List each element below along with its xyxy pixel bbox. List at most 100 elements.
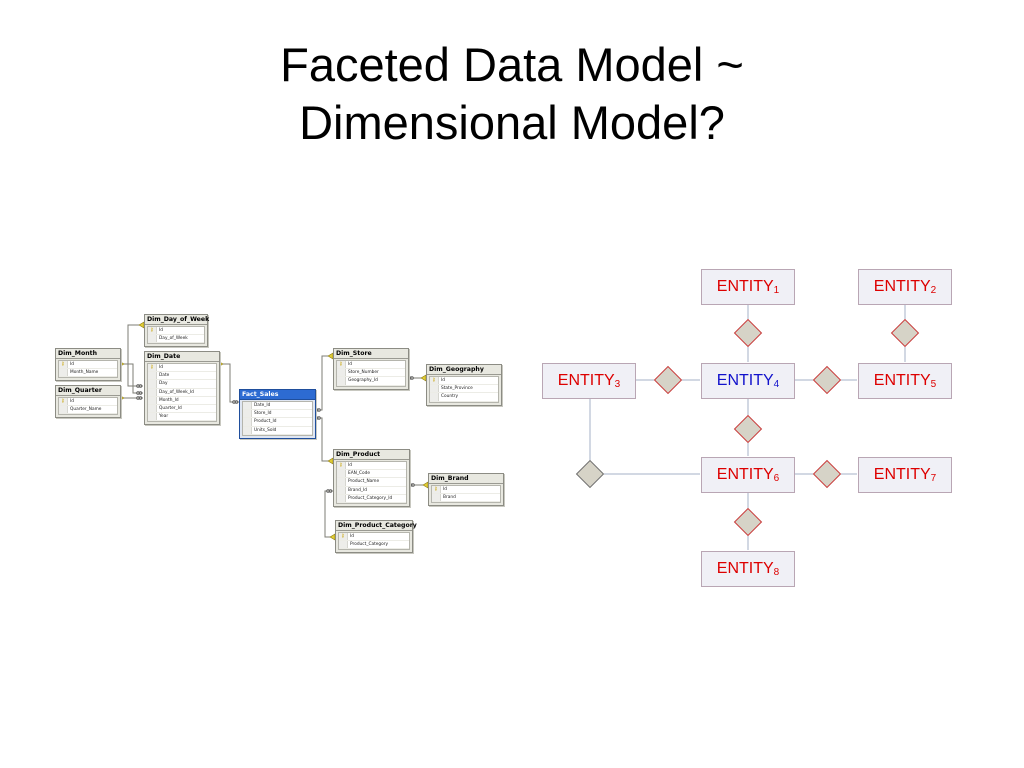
entity-label: ENTITY: [873, 466, 931, 483]
entity-subscript: 3: [614, 379, 621, 390]
entity-subscript: 6: [773, 473, 780, 484]
table-column-row: Product_Category: [339, 541, 409, 550]
many-end-marker: [317, 408, 321, 412]
slide-title-line-1: Faceted Data Model ~: [280, 38, 744, 91]
row-gutter: [148, 396, 157, 404]
table-column-row: Quarter_Name: [59, 406, 117, 415]
many-end-marker: [136, 396, 140, 400]
table-column-row: Id: [339, 533, 409, 542]
table-column-row: Store_Number: [337, 369, 405, 378]
column-name: Id: [441, 378, 445, 383]
entity-2[interactable]: ENTITY2: [858, 269, 952, 305]
table-column-row: Id: [430, 377, 498, 386]
column-name: Quarter_Name: [70, 407, 102, 413]
row-gutter: [243, 426, 252, 434]
many-end-marker: [317, 416, 321, 420]
slide-title-line-2: Dimensional Model?: [299, 96, 725, 149]
entity-subscript: 2: [930, 285, 937, 296]
many-end-marker: [136, 384, 140, 388]
row-gutter: [148, 335, 157, 343]
entity-label: ENTITY: [557, 372, 615, 389]
table-dim-date[interactable]: Dim_Date IdDateDayDay_of_Week_IdMonth_Id…: [144, 351, 220, 426]
column-name: Date: [159, 373, 170, 379]
many-end-marker: [410, 376, 414, 380]
column-name: Id: [348, 362, 352, 367]
column-name: Year: [159, 414, 169, 420]
link-month-date: [119, 363, 143, 394]
link-entity3-entity6: [589, 398, 700, 475]
row-gutter: [432, 494, 441, 502]
slide-title: Faceted Data Model ~ Dimensional Model?: [0, 36, 1024, 152]
column-name: Id: [159, 365, 163, 370]
entity-3[interactable]: ENTITY3: [542, 363, 636, 399]
column-name: Day: [159, 381, 168, 387]
table-column-row: Day: [148, 380, 216, 389]
entity-subscript: 1: [773, 285, 780, 296]
table-column-row: Month_Id: [148, 396, 216, 405]
table-title: Dim_Month: [56, 349, 120, 359]
primary-key-icon: [150, 328, 154, 333]
table-column-row: Product_Category_Id: [337, 494, 406, 503]
entity-label: ENTITY: [716, 278, 774, 295]
column-name: Date_Id: [254, 403, 271, 408]
row-gutter: [337, 494, 346, 502]
table-column-row: Year: [148, 413, 216, 422]
table-column-row: Brand: [432, 494, 500, 503]
table-column-row: Date: [148, 372, 216, 381]
column-name: EAN_Code: [348, 471, 371, 477]
row-gutter: [243, 402, 252, 410]
entity-4[interactable]: ENTITY4: [701, 363, 795, 399]
entity-label: ENTITY: [716, 560, 774, 577]
column-name: Country: [441, 394, 459, 400]
column-name: State_Province: [441, 386, 473, 392]
row-gutter: [430, 393, 439, 401]
entity-1[interactable]: ENTITY1: [701, 269, 795, 305]
entity-8[interactable]: ENTITY8: [701, 551, 795, 587]
entity-6[interactable]: ENTITY6: [701, 457, 795, 493]
table-column-row: Quarter_Id: [148, 404, 216, 414]
column-name: Day_of_Week: [159, 336, 188, 342]
link-date-fact: [218, 363, 239, 403]
table-column-row: Id: [337, 462, 406, 471]
table-column-row: Product_Name: [337, 478, 406, 487]
row-gutter: [337, 486, 346, 494]
row-gutter: [148, 404, 157, 413]
row-gutter: [339, 541, 348, 549]
table-column-row: Day_of_Week_Id: [148, 388, 216, 397]
column-name: Product_Id: [254, 419, 277, 425]
entity-subscript: 7: [930, 473, 937, 484]
faceted-er-diagram: ENTITY1 ENTITY2 ENTITY3 ENTITY4 ENTITY5 …: [520, 0, 1024, 768]
link-dayofweek-date: [127, 324, 144, 387]
many-end-marker: [136, 391, 140, 395]
entity-subscript: 8: [773, 567, 780, 578]
entity-label: ENTITY: [716, 372, 774, 389]
table-title: Dim_Product: [334, 450, 409, 460]
table-column-row: Brand_Id: [337, 486, 406, 495]
primary-key-icon: [339, 463, 343, 468]
entity-5[interactable]: ENTITY5: [858, 363, 952, 399]
entity-label: ENTITY: [873, 372, 931, 389]
primary-key-icon: [432, 378, 436, 383]
column-name: Product_Category: [350, 542, 389, 548]
table-title: Dim_Brand: [429, 474, 503, 484]
row-gutter: [337, 478, 346, 486]
column-name: Store_Number: [348, 370, 379, 376]
entity-label: ENTITY: [873, 278, 931, 295]
primary-key-icon: [150, 365, 154, 370]
column-name: Id: [70, 399, 74, 404]
link-fact-product: [314, 417, 333, 462]
table-column-row: Id: [59, 361, 117, 370]
table-dim-product[interactable]: Dim_Product IdEAN_CodeProduct_NameBrand_…: [333, 449, 410, 507]
table-column-row: Geography_Id: [337, 377, 405, 386]
entity-7[interactable]: ENTITY7: [858, 457, 952, 493]
column-name: Id: [70, 362, 74, 367]
